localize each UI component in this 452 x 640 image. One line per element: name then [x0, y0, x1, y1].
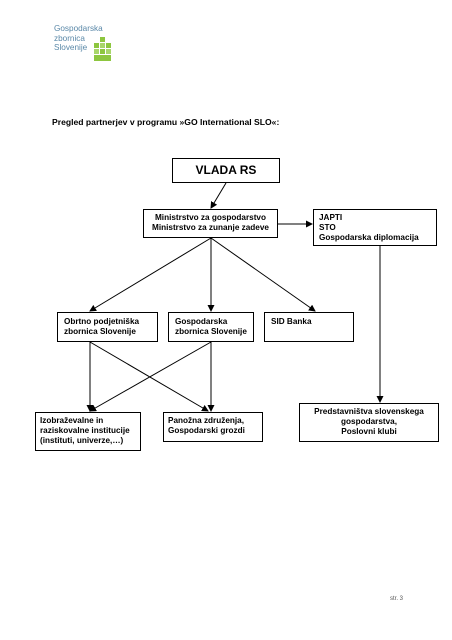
node-izob-line-1: Izobraževalne in	[40, 416, 104, 425]
edge-ministries-ozs	[89, 237, 212, 312]
node-ozs: Obrtno podjetniška zbornica Slovenije	[57, 312, 158, 342]
node-gzs: Gospodarska zbornica Slovenije	[168, 312, 254, 342]
node-predstavnistva: Predstavništva slovenskega gospodarstva,…	[299, 403, 439, 442]
edge-gzs-izob	[89, 341, 212, 412]
logo-line-1: Gospodarska	[54, 24, 103, 33]
node-panozna: Panožna združenja, Gospodarski grozdi	[163, 412, 263, 442]
node-ozs-line-1: Obrtno podjetniška	[64, 317, 140, 326]
node-ministries: Ministrstvo za gospodarstvo Ministrstvo …	[143, 209, 278, 238]
node-izob-line-3: (instituti, univerze,…)	[40, 436, 124, 445]
node-pred-line-3: Poslovni klubi	[341, 427, 397, 436]
node-pred-line-1: Predstavništva slovenskega	[314, 407, 424, 416]
node-gzs-line-2: zbornica Slovenije	[175, 327, 247, 336]
intro-heading: Pregled partnerjev v programu »GO Intern…	[52, 117, 280, 127]
node-ozs-line-2: zbornica Slovenije	[64, 327, 136, 336]
edge-vlada-ministries	[210, 182, 227, 209]
page-number: str. 3	[390, 596, 404, 602]
node-gzs-line-1: Gospodarska	[175, 317, 228, 326]
node-pred-line-2: gospodarstva,	[341, 417, 397, 426]
node-sid-label: SID Banka	[271, 317, 312, 326]
logo-line-2: zbornica	[54, 33, 85, 43]
node-panoga-line-1: Panožna združenja,	[168, 416, 244, 425]
node-vlada: VLADA RS	[172, 158, 280, 183]
node-vlada-label: VLADA RS	[195, 163, 257, 177]
node-izob-line-2: raziskovalne institucije	[40, 426, 130, 435]
gzs-logo: Gospodarska zbornica Slovenije	[54, 24, 114, 62]
node-izobrazevalne: Izobraževalne in raziskovalne institucij…	[35, 412, 141, 451]
node-japti-line-2: STO	[319, 223, 336, 232]
edge-ozs-panoga	[89, 341, 209, 412]
logo-mark-icon	[94, 37, 111, 61]
node-sid: SID Banka	[264, 312, 354, 342]
logo-text: Gospodarska zbornica Slovenije	[54, 24, 103, 53]
node-ministries-line-1: Ministrstvo za gospodarstvo	[154, 213, 266, 222]
node-japti: JAPTI STO Gospodarska diplomacija	[313, 209, 437, 246]
node-ministries-line-2: Ministrstvo za zunanje zadeve	[152, 223, 269, 232]
logo-line-3: Slovenije	[54, 43, 88, 52]
node-japti-line-1: JAPTI	[319, 213, 343, 222]
node-japti-line-3: Gospodarska diplomacija	[319, 233, 419, 242]
edge-ministries-sid	[210, 237, 316, 312]
node-panoga-line-2: Gospodarski grozdi	[168, 426, 245, 435]
